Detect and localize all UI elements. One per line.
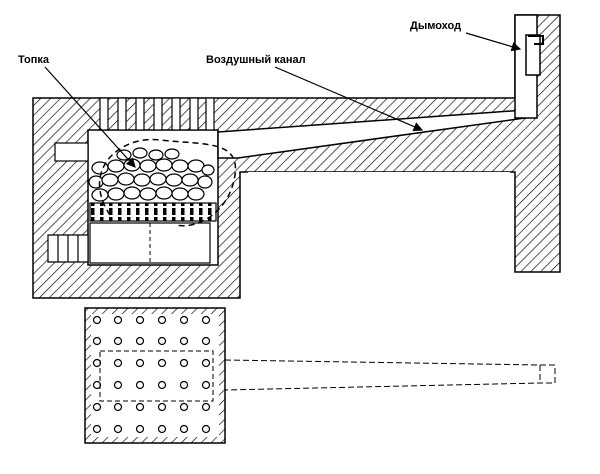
label-firebox: Топка — [18, 54, 136, 168]
smoke-path-dashed — [98, 138, 237, 227]
air-channel — [217, 109, 526, 159]
chimney-damper — [525, 34, 541, 76]
left-wall-steps — [47, 142, 89, 263]
plan-view — [84, 307, 556, 444]
plan-view-air-channel — [224, 359, 556, 391]
svg-text:Топка: Топка — [18, 54, 50, 66]
label-chimney: Дымоход — [410, 20, 522, 52]
top-vent-slots — [99, 97, 215, 131]
chimney-damper-handle — [528, 35, 544, 45]
plan-view-inner-dashed — [99, 350, 214, 402]
label-air-channel: Воздушный канал — [206, 54, 424, 132]
svg-text:Воздушный канал: Воздушный канал — [206, 54, 306, 66]
ash-pit — [89, 222, 211, 264]
lower-opening — [248, 172, 510, 272]
svg-text:Дымоход: Дымоход — [410, 20, 461, 32]
